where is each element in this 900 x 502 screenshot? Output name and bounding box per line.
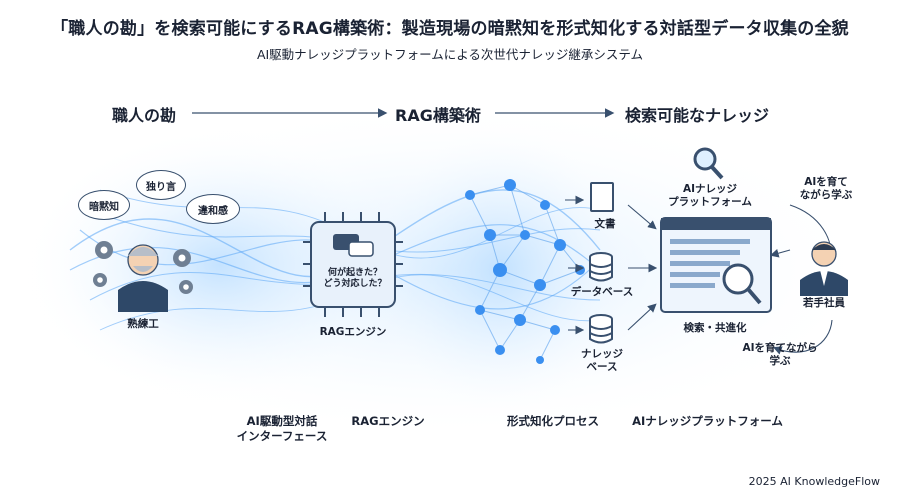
document-icon [590, 182, 614, 212]
page-subtitle: AI駆動ナレッジプラットフォームによる次世代ナレッジ継承システム [256, 47, 644, 62]
search-icon [693, 147, 724, 180]
database-icon [589, 252, 613, 282]
database-icon [589, 314, 613, 344]
caption-formalization-process: 形式知化プロセス [507, 414, 599, 428]
store-knowledge-base-label: ナレッジ ベース [581, 348, 623, 374]
stage-searchable-knowledge: 検索可能なナレッジ [625, 106, 770, 125]
bubble-monologue: 独り言 [136, 170, 186, 200]
footer-credit: 2025 AI KnowledgeFlow [748, 475, 880, 488]
stage-craftsman-intuition: 職人の勘 [112, 106, 177, 125]
page-title: 「職人の勘」を検索可能にするRAG構築術：製造現場の暗黙知を形式知化する対話型デ… [51, 19, 849, 39]
bubble-tacit-knowledge: 暗黙知 [78, 190, 130, 220]
craftsman-label: 熟練工 [127, 318, 159, 330]
craftsman-icon [93, 241, 193, 312]
platform-window-caption: 検索・共進化 [683, 322, 747, 334]
store-document-label: 文書 [594, 218, 616, 230]
caption-rag-engine: RAGエンジン [351, 414, 425, 428]
caption-ai-dialogue-interface: AI駆動型対話 インターフェース [236, 414, 328, 443]
platform-label: AIナレッジ プラットフォーム [668, 183, 752, 209]
cycle-bottom-label: AIを育てながら 学ぶ [742, 342, 818, 368]
caption-ai-knowledge-platform: AIナレッジプラットフォーム [632, 414, 783, 428]
bubble-discomfort: 違和感 [186, 194, 240, 224]
junior-employee-icon [800, 241, 848, 296]
rag-engine-label: RAGエンジン [319, 326, 387, 338]
rag-engine-chip [303, 212, 403, 317]
cycle-top-label: AIを育て ながら学ぶ [799, 176, 853, 202]
rag-engine-chip-text: 何が起きた？ どう対応した？ [323, 268, 387, 290]
stage-rag-build: RAG構築術 [395, 106, 481, 125]
platform-window [660, 217, 772, 313]
junior-employee-label: 若手社員 [803, 297, 845, 309]
store-database-label: データベース [570, 286, 634, 298]
